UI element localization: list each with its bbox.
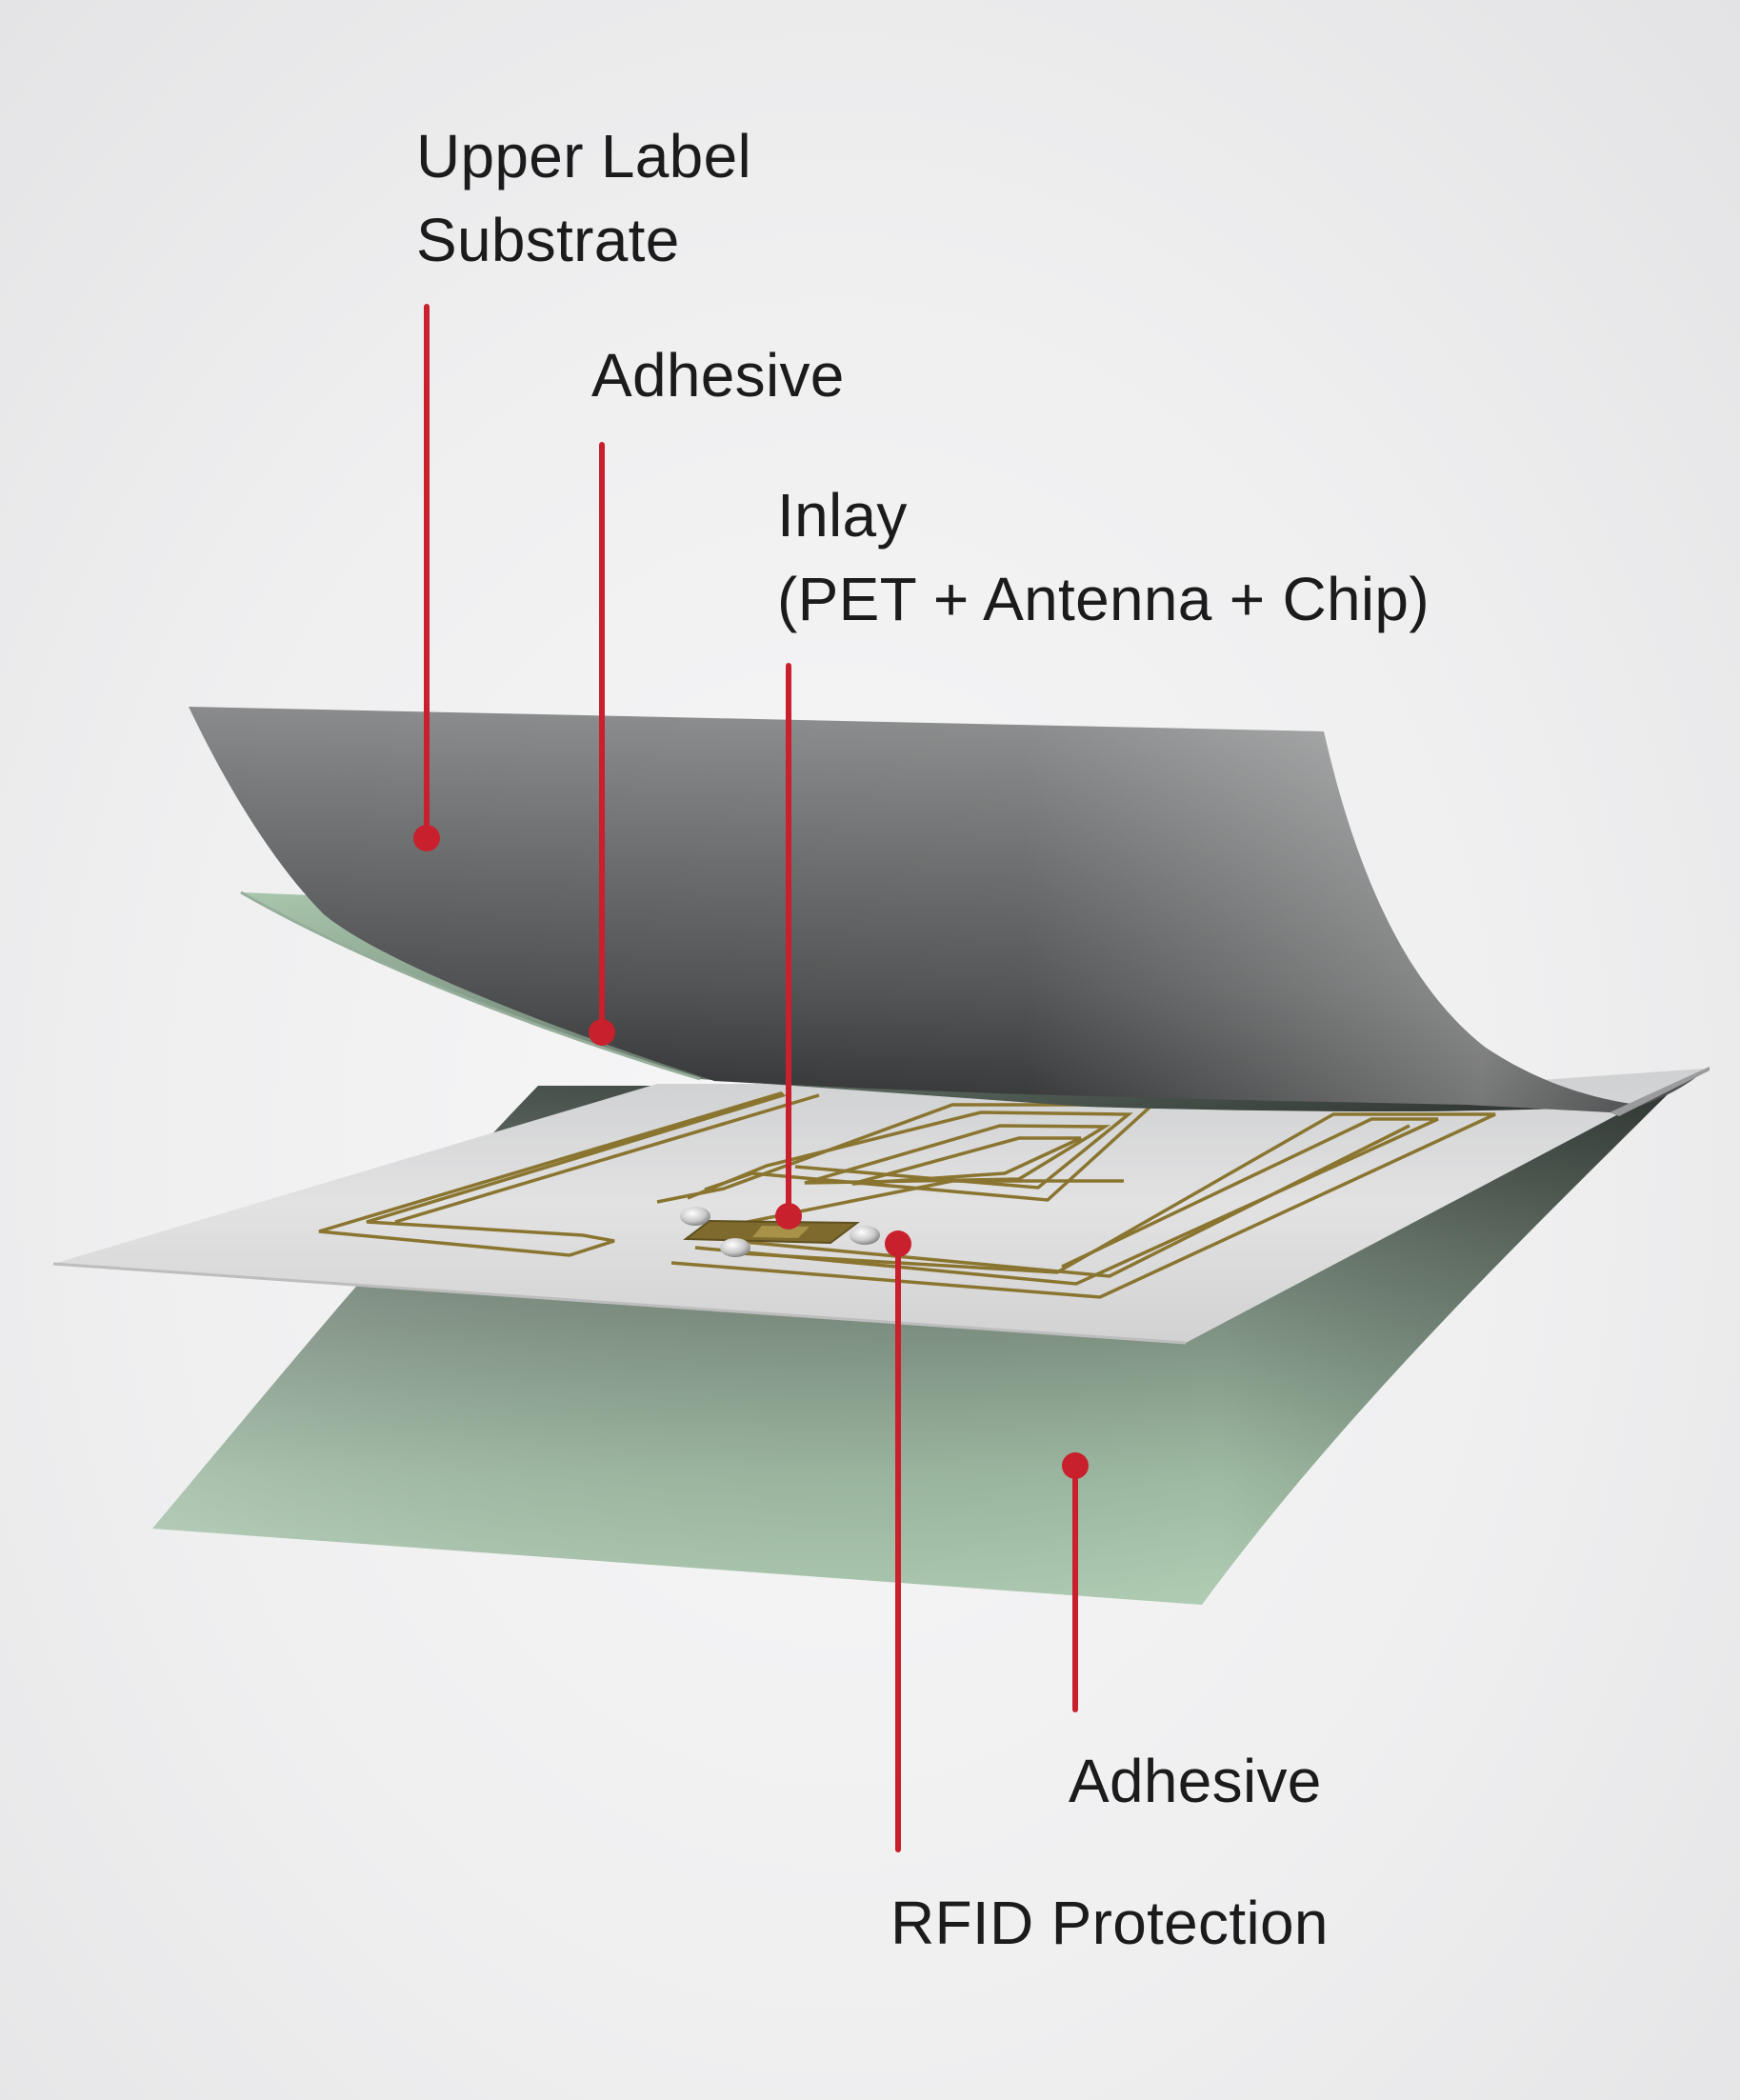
label-inlay-line-1: Inlay: [777, 481, 908, 550]
label-inlay-line-2: (PET + Antenna + Chip): [777, 565, 1430, 633]
callout-dots: [413, 825, 1089, 1479]
callout-dot-rfid-protection: [885, 1230, 911, 1257]
antenna-traces: [318, 1091, 1496, 1299]
label-adhesive-top: Adhesive: [591, 341, 845, 410]
callout-dot-adhesive-top: [589, 1019, 615, 1046]
callout-dot-adhesive-bottom: [1062, 1452, 1089, 1479]
label-rfid-protection: RFID Protection: [890, 1889, 1329, 1957]
label-inlay: Inlay (PET + Antenna + Chip): [777, 473, 1430, 641]
label-upper-line-1: Upper Label: [416, 122, 751, 190]
label-upper-line-2: Substrate: [416, 206, 680, 274]
label-upper-label-substrate: Upper Label Substrate: [416, 114, 751, 282]
upper-label-substrate-layer: [189, 707, 1710, 1116]
callout-dot-upper-substrate: [413, 825, 440, 851]
label-adhesive-bottom: Adhesive: [1069, 1747, 1322, 1815]
chip: [683, 1219, 860, 1245]
callout-dot-inlay: [775, 1203, 802, 1230]
callout-lines: [424, 304, 1078, 1852]
solder-bumps: [680, 1207, 880, 1257]
